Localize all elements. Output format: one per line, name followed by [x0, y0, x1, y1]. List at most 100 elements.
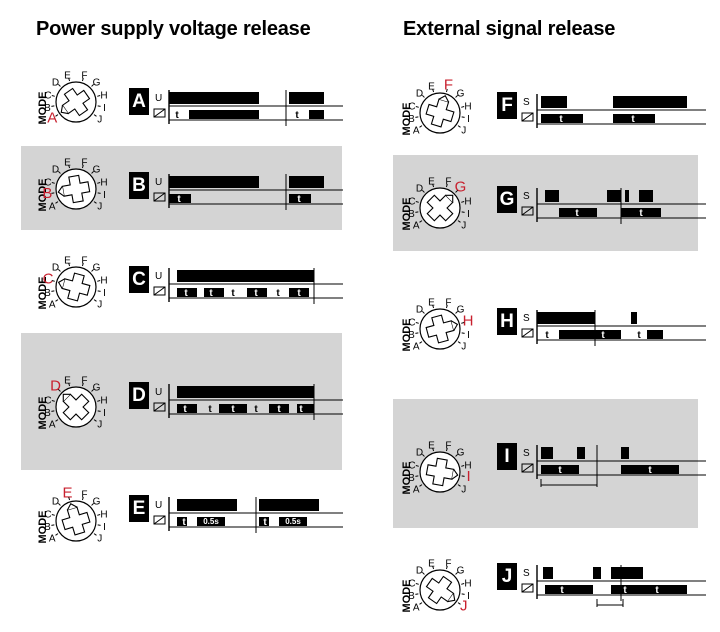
input-label: S: [523, 97, 530, 108]
time-label: t: [231, 404, 235, 415]
input-pulse: [541, 96, 567, 108]
time-label: t: [601, 330, 605, 341]
dial-position-f: F: [445, 558, 451, 569]
dial-tick: [91, 170, 95, 174]
mode-badge-d: D: [129, 382, 149, 409]
dial-position-h: H: [100, 177, 107, 188]
relay-pulse: [621, 208, 661, 217]
dial-position-e: E: [428, 558, 435, 569]
dial-tick: [97, 105, 101, 107]
relay-pulse: [189, 110, 259, 119]
dial-tick: [415, 201, 419, 203]
dial-position-d: D: [416, 447, 423, 458]
time-label: t: [637, 330, 641, 341]
dial-tick: [97, 182, 101, 184]
dial-pointer-icon: [61, 503, 91, 536]
dial-tick: [415, 106, 419, 108]
dial-position-c: C: [408, 460, 415, 471]
relay-pulse: [297, 404, 314, 413]
dial-tick: [97, 524, 101, 526]
dial-tick: [415, 465, 419, 467]
mode-badge-e: E: [129, 495, 149, 522]
dial-position-g: G: [457, 304, 465, 315]
dial-position-g: G: [93, 77, 101, 88]
relay-coil-icon: [153, 286, 166, 296]
dial-tick: [421, 453, 425, 457]
time-label: t: [655, 585, 659, 596]
input-pulse: [177, 270, 314, 282]
dial-position-j: J: [461, 126, 466, 137]
dial-tick: [81, 262, 84, 267]
dial-position-b: B: [44, 288, 51, 299]
dial-tick: [461, 201, 465, 203]
dial-pointer-icon: [57, 272, 91, 302]
input-pulse: [177, 386, 314, 398]
dial-tick: [461, 465, 465, 467]
dial-pointer-icon: [60, 87, 91, 117]
dial-tick: [81, 382, 84, 387]
input-label: U: [155, 177, 162, 188]
dial-position-c: C: [44, 395, 51, 406]
dial-position-b: B: [408, 330, 415, 341]
time-label: t: [182, 517, 186, 528]
dial-tick: [421, 310, 425, 314]
dial-position-h: H: [100, 509, 107, 520]
dial-tick: [415, 475, 419, 477]
dial-tick: [68, 164, 71, 169]
dial-position-f: F: [81, 157, 87, 168]
dial-tick: [81, 164, 84, 169]
input-pulse: [613, 96, 687, 108]
input-pulse: [541, 447, 553, 459]
time-label: t: [631, 114, 635, 125]
time-label: t: [545, 330, 549, 341]
dial-position-g: G: [93, 164, 101, 175]
dial-pointer-icon: [62, 393, 90, 421]
dial-tick: [55, 419, 59, 422]
dial-pointer-icon: [426, 194, 454, 222]
dial-tick: [97, 400, 101, 402]
dial-tick: [461, 322, 465, 324]
dial-tick: [68, 382, 71, 387]
dial-position-i: I: [103, 288, 106, 299]
input-label: U: [155, 500, 162, 511]
time-label: t: [559, 114, 563, 125]
relay-pulse: [177, 517, 187, 526]
input-pulse: [289, 176, 324, 188]
dial-tick: [91, 83, 95, 87]
dial-tick: [457, 125, 461, 128]
dial-tick: [97, 290, 101, 292]
dial-tick: [457, 602, 461, 605]
relay-pulse: [309, 110, 324, 119]
dial-tick: [421, 189, 425, 193]
dial-position-i: I: [466, 468, 470, 485]
dial-tick: [445, 183, 448, 188]
dial-tick: [455, 94, 459, 98]
dial-position-c: C: [43, 270, 54, 287]
input-pulse: [593, 567, 601, 579]
dial-position-g: G: [457, 88, 465, 99]
dial-position-j: J: [97, 300, 102, 311]
mode-label: MODE: [401, 198, 413, 231]
dial-position-c: C: [408, 196, 415, 207]
dial-tick: [415, 583, 419, 585]
mode-badge-c: C: [129, 266, 149, 293]
mode-badge-f: F: [497, 92, 517, 119]
dial-position-h: H: [464, 460, 471, 471]
input-pulse: [545, 190, 559, 202]
dial-tick: [51, 400, 55, 402]
dial-tick: [415, 116, 419, 118]
input-pulse: [537, 312, 595, 324]
dial-position-h: H: [464, 196, 471, 207]
input-pulse: [607, 190, 621, 202]
relay-pulse: [219, 404, 247, 413]
